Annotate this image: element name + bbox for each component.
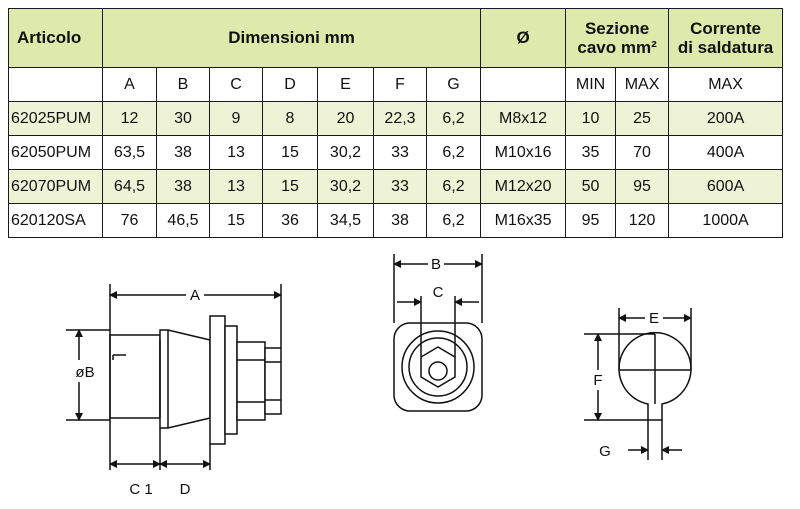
cell-a: 12 bbox=[102, 101, 157, 136]
subheader-e: E bbox=[317, 67, 374, 102]
cell-c: 15 bbox=[209, 203, 263, 238]
header-sezione-line2: cavo mm² bbox=[577, 38, 657, 57]
cell-b: 30 bbox=[156, 101, 210, 136]
cell-e: 30,2 bbox=[317, 169, 374, 204]
cell-thread: M16x35 bbox=[480, 203, 567, 238]
subheader-min: MIN bbox=[565, 67, 617, 102]
subheader-a: A bbox=[102, 67, 157, 102]
table-row: 62025PUM 12 30 9 8 20 22,3 6,2 M8x12 10 … bbox=[8, 101, 784, 136]
cell-min: 35 bbox=[565, 135, 617, 170]
subheader-f: F bbox=[373, 67, 427, 102]
cell-f: 22,3 bbox=[373, 101, 427, 136]
header-dimensioni: Dimensioni mm bbox=[101, 8, 482, 68]
cell-e: 30,2 bbox=[317, 135, 374, 170]
cell-d: 15 bbox=[262, 169, 318, 204]
connector-body bbox=[109, 315, 282, 445]
cell-corrente: 1000A bbox=[668, 203, 784, 238]
cell-g: 6,2 bbox=[425, 101, 482, 136]
side-view-drawing bbox=[66, 284, 282, 470]
subheader-g: G bbox=[425, 67, 482, 102]
spec-table: Articolo Dimensioni mm Ø Sezione cavo mm… bbox=[8, 8, 784, 238]
subheader-empty-thread bbox=[480, 67, 567, 102]
cell-thread: M10x16 bbox=[480, 135, 567, 170]
table-subheader-row: A B C D E F G MIN MAX MAX bbox=[8, 67, 784, 102]
subheader-empty bbox=[8, 67, 103, 102]
dim-label-c1: C 1 bbox=[129, 481, 152, 498]
cell-max: 70 bbox=[615, 135, 670, 170]
cell-thread: M12x20 bbox=[480, 169, 567, 204]
cell-a: 64,5 bbox=[102, 169, 157, 204]
table-row: 620120SA 76 46,5 15 36 34,5 38 6,2 M16x3… bbox=[8, 203, 784, 238]
cell-corrente: 400A bbox=[668, 135, 784, 170]
header-corrente-line1: Corrente bbox=[690, 19, 761, 38]
subheader-d: D bbox=[262, 67, 318, 102]
front-view-drawing bbox=[393, 254, 483, 412]
cell-f: 33 bbox=[373, 135, 427, 170]
cell-g: 6,2 bbox=[425, 135, 482, 170]
cell-a: 76 bbox=[102, 203, 157, 238]
dim-label-f: F bbox=[593, 372, 602, 389]
table-row: 62070PUM 64,5 38 13 15 30,2 33 6,2 M12x2… bbox=[8, 169, 784, 204]
cell-corrente: 200A bbox=[668, 101, 784, 136]
cell-max: 120 bbox=[615, 203, 670, 238]
dim-label-b: B bbox=[431, 256, 441, 273]
cell-d: 8 bbox=[262, 101, 318, 136]
cell-b: 46,5 bbox=[156, 203, 210, 238]
dim-label-d: D bbox=[180, 481, 191, 498]
cell-corrente: 600A bbox=[668, 169, 784, 204]
subheader-max-current: MAX bbox=[668, 67, 784, 102]
cell-f: 33 bbox=[373, 169, 427, 204]
table-header-row: Articolo Dimensioni mm Ø Sezione cavo mm… bbox=[8, 8, 784, 68]
dim-label-g: G bbox=[599, 443, 611, 460]
cell-e: 34,5 bbox=[317, 203, 374, 238]
header-sezione: Sezione cavo mm² bbox=[565, 8, 670, 68]
cell-g: 6,2 bbox=[425, 203, 482, 238]
cell-min: 95 bbox=[565, 203, 617, 238]
cell-max: 25 bbox=[615, 101, 670, 136]
cell-thread: M8x12 bbox=[480, 101, 567, 136]
header-articolo: Articolo bbox=[8, 8, 103, 68]
cell-a: 63,5 bbox=[102, 135, 157, 170]
cell-d: 15 bbox=[262, 135, 318, 170]
dim-label-c: C bbox=[433, 284, 444, 301]
header-corrente: Corrente di saldatura bbox=[668, 8, 784, 68]
dim-label-a: A bbox=[190, 287, 200, 304]
subheader-max: MAX bbox=[615, 67, 670, 102]
header-sezione-line1: Sezione bbox=[584, 19, 650, 38]
cell-d: 36 bbox=[262, 203, 318, 238]
table-row: 62050PUM 63,5 38 13 15 30,2 33 6,2 M10x1… bbox=[8, 135, 784, 170]
header-corrente-line2: di saldatura bbox=[677, 38, 774, 57]
cell-f: 38 bbox=[373, 203, 427, 238]
dim-label-e: E bbox=[649, 310, 659, 327]
cell-b: 38 bbox=[156, 169, 210, 204]
dim-label-ob: øB bbox=[75, 364, 94, 381]
cell-e: 20 bbox=[317, 101, 374, 136]
cell-articolo: 62070PUM bbox=[8, 169, 103, 204]
cell-articolo: 620120SA bbox=[8, 203, 103, 238]
subheader-b: B bbox=[156, 67, 210, 102]
